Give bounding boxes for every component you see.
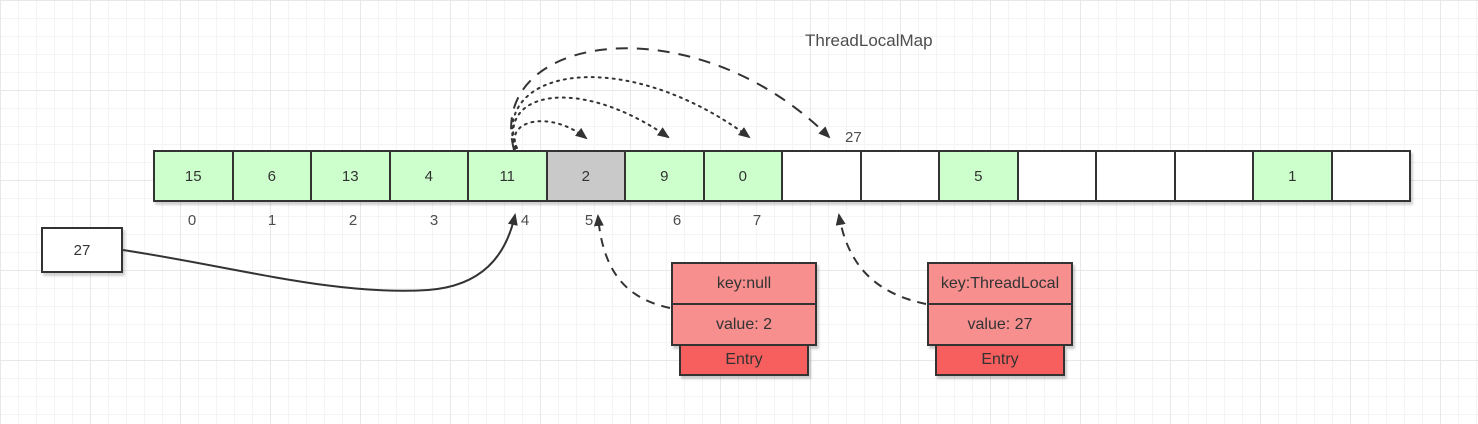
index-label-4: 4 <box>520 212 530 229</box>
hash-value-box[interactable]: 27 <box>41 227 123 273</box>
probe-arc-to-slot8-dashed[interactable] <box>510 47 831 151</box>
entry-threadlocal-key-row[interactable]: key:ThreadLocal <box>927 262 1073 305</box>
index-label-3: 3 <box>429 212 439 229</box>
probe-target-label: 27 <box>845 129 862 146</box>
array-cell-4[interactable]: 11 <box>467 150 548 202</box>
probe-arc-to-slot6-dotted[interactable] <box>512 96 670 149</box>
array-cell-8[interactable] <box>781 150 862 202</box>
array-cell-1[interactable]: 6 <box>231 150 312 202</box>
index-label-0: 0 <box>187 212 197 229</box>
index-label-5: 5 <box>584 212 594 229</box>
entry-null-footer[interactable]: Entry <box>679 344 809 376</box>
diagram-title: ThreadLocalMap <box>805 31 933 50</box>
entry-null[interactable]: key:null value: 2 Entry <box>671 262 817 376</box>
index-label-6: 6 <box>672 212 682 229</box>
array-cell-13[interactable] <box>1173 150 1254 202</box>
array-cell-0[interactable]: 15 <box>153 150 234 202</box>
array-cell-3[interactable]: 4 <box>388 150 469 202</box>
hash-to-slot4-connector[interactable] <box>122 213 518 292</box>
probe-arc-to-slot7-dotted[interactable] <box>511 76 751 150</box>
array-cell-15[interactable] <box>1330 150 1411 202</box>
index-label-2: 2 <box>348 212 358 229</box>
array-cell-6[interactable]: 9 <box>624 150 705 202</box>
array-cell-11[interactable] <box>1016 150 1097 202</box>
array-cell-14[interactable]: 1 <box>1252 150 1333 202</box>
entry-threadlocal-value-row[interactable]: value: 27 <box>927 303 1073 346</box>
array-cell-10[interactable]: 5 <box>938 150 1019 202</box>
index-label-7: 7 <box>752 212 762 229</box>
array-cell-9[interactable] <box>859 150 940 202</box>
entry-null-key-row[interactable]: key:null <box>671 262 817 305</box>
hash-value-text: 27 <box>73 241 91 259</box>
hash-array: 15 6 13 4 11 2 9 0 5 1 <box>153 150 1411 202</box>
entry-threadlocal-to-slot8-dashed[interactable] <box>835 213 927 305</box>
array-cell-7[interactable]: 0 <box>702 150 783 202</box>
entry-threadlocal[interactable]: key:ThreadLocal value: 27 Entry <box>927 262 1073 376</box>
entry-null-value-row[interactable]: value: 2 <box>671 303 817 346</box>
probe-arc-to-slot5-dotted[interactable] <box>513 120 588 149</box>
array-cell-12[interactable] <box>1095 150 1176 202</box>
index-label-1: 1 <box>267 212 277 229</box>
entry-threadlocal-footer[interactable]: Entry <box>935 344 1065 376</box>
array-cell-2[interactable]: 13 <box>310 150 391 202</box>
entry-null-to-slot5-dashed[interactable] <box>593 214 671 309</box>
array-cell-5[interactable]: 2 <box>545 150 626 202</box>
